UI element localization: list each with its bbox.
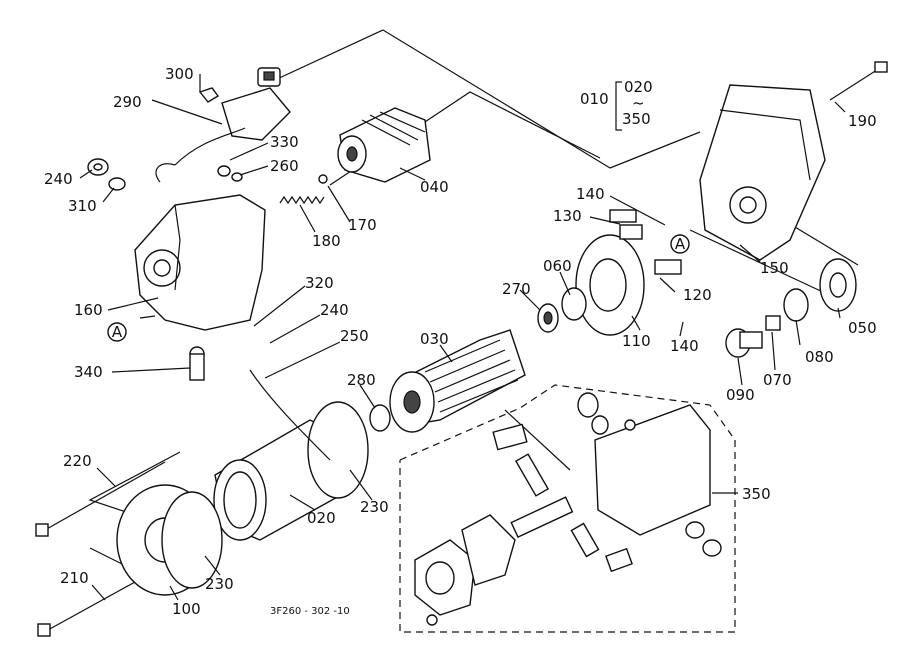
reference-marker-a-right: A: [670, 234, 690, 254]
label-060: 060: [543, 257, 572, 275]
label-230-bottom: 230: [205, 575, 234, 593]
through-bolts: [35, 461, 166, 637]
label-090: 090: [726, 386, 755, 404]
label-160: 160: [74, 301, 103, 319]
label-020-kit: 020: [624, 78, 653, 96]
label-tilde: ~: [632, 94, 645, 112]
label-030: 030: [420, 330, 449, 348]
small-shaft: [725, 315, 781, 358]
ref-a-left-text: A: [112, 323, 123, 341]
reference-marker-a-left: A: [107, 322, 127, 342]
end-cover: [116, 484, 223, 596]
drawing-number: 3F260 - 302 -10: [270, 606, 350, 617]
label-350-box: 350: [742, 485, 771, 503]
brush-holder: [575, 209, 682, 336]
spring: [279, 195, 325, 205]
label-310: 310: [68, 197, 97, 215]
part-labels: 300 290 330 260 240 310 180 170 040 010 …: [44, 65, 877, 618]
label-130: 130: [553, 207, 582, 225]
armature: [369, 329, 526, 433]
label-240-top: 240: [44, 170, 73, 188]
label-070: 070: [763, 371, 792, 389]
assembly-bracket: [615, 81, 622, 131]
drive-housing-left: [134, 194, 266, 381]
label-040: 040: [420, 178, 449, 196]
label-050: 050: [848, 319, 877, 337]
label-300: 300: [165, 65, 194, 83]
label-260: 260: [270, 157, 299, 175]
label-150: 150: [760, 259, 789, 277]
label-010: 010: [580, 90, 609, 108]
label-350-kit: 350: [622, 110, 651, 128]
label-210: 210: [60, 569, 89, 587]
label-080: 080: [805, 348, 834, 366]
overrunning-clutch: [337, 107, 431, 183]
label-280: 280: [347, 371, 376, 389]
rear-cover-bracket: [699, 61, 888, 261]
label-190: 190: [848, 112, 877, 130]
yoke: [213, 369, 369, 541]
label-120: 120: [683, 286, 712, 304]
label-170: 170: [348, 216, 377, 234]
label-320: 320: [305, 274, 334, 292]
label-020-yoke: 020: [307, 509, 336, 527]
label-340: 340: [74, 363, 103, 381]
label-290: 290: [113, 93, 142, 111]
label-140-bottom: 140: [670, 337, 699, 355]
gears: [537, 258, 857, 333]
leader-lines: [79, 74, 846, 601]
repair-kit-box: [399, 384, 736, 633]
label-110: 110: [622, 332, 651, 350]
ref-a-right-text: A: [675, 235, 686, 253]
solenoid-switch: [155, 67, 291, 183]
label-270: 270: [502, 280, 531, 298]
hardware-small: [87, 158, 328, 191]
label-220: 220: [63, 452, 92, 470]
label-180: 180: [312, 232, 341, 250]
label-250: 250: [340, 327, 369, 345]
label-230-right: 230: [360, 498, 389, 516]
label-100: 100: [172, 600, 201, 618]
label-140-top: 140: [576, 185, 605, 203]
label-330: 330: [270, 133, 299, 151]
label-240-mid: 240: [320, 301, 349, 319]
